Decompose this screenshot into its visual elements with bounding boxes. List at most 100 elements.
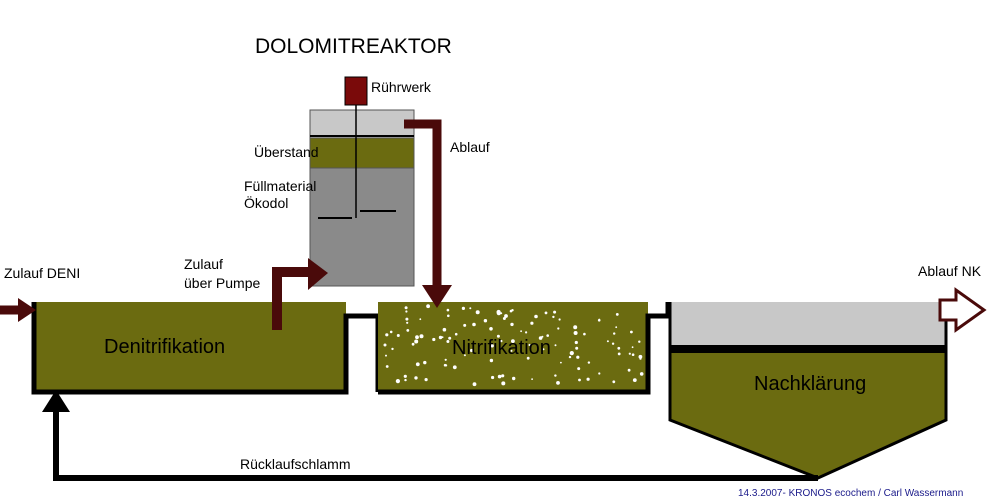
aeration-bubble [490,344,494,348]
label-zulauf: Zulauf [184,256,223,272]
aeration-bubble [491,375,495,380]
aeration-bubble [576,355,580,359]
aeration-bubble [617,346,621,350]
aeration-bubble [569,351,574,356]
label-denitrifikation: Denitrifikation [104,336,225,358]
aeration-bubble [531,378,533,380]
aeration-bubble [419,334,424,339]
return-sludge-arrow-icon [42,390,70,412]
outflow-nk-arrow-icon [938,287,987,333]
aeration-bubble [404,306,408,310]
aeration-bubble [502,317,506,320]
aeration-bubble [415,335,419,340]
clarifier-clear-water [670,302,946,347]
aeration-bubble [546,334,549,337]
aeration-bubble [554,374,557,377]
aeration-bubble [568,355,572,359]
label-ruecklaufschlamm: Rücklaufschlamm [240,456,350,472]
secondary-clarifier [668,302,948,480]
aeration-bubble [639,357,642,360]
aeration-bubble [442,327,447,332]
reactor-headspace [309,109,415,139]
denitrification-basin [31,302,381,395]
diagram-title: DOLOMITREAKTOR [255,35,452,58]
aeration-bubble [463,323,467,327]
aeration-bubble [553,310,557,314]
aeration-bubble [396,334,400,337]
aeration-bubble [501,381,506,386]
aeration-bubble [475,310,480,315]
aeration-bubble [501,374,505,378]
aeration-bubble [526,356,530,360]
aeration-bubble [405,310,408,313]
aeration-bubble [489,358,494,363]
label-ablauf-nk: Ablauf NK [918,263,982,279]
aeration-bubble [414,339,419,344]
aeration-bubble [542,348,545,351]
aeration-bubble [438,335,443,340]
aeration-bubble [414,376,418,380]
aeration-bubble [520,330,522,333]
aeration-bubble [511,339,515,343]
aeration-bubble [497,374,502,379]
aeration-bubble [612,380,616,384]
aeration-bubble [538,336,543,340]
aeration-bubble [405,317,409,321]
label-nitrifikation: Nitrifikation [452,337,551,359]
aeration-bubble [472,382,477,387]
aeration-bubble [504,314,508,318]
aeration-bubble [404,378,407,382]
reactor-outflow-pipe [404,119,452,308]
aeration-bubble [611,342,615,345]
clarifier-sludge-zone [670,350,946,478]
pump-feed-pipe [272,258,328,330]
label-oekodol: Ökodol [244,194,288,211]
aeration-bubble [483,319,488,323]
return-sludge-line [42,390,818,481]
aeration-bubble [419,318,422,321]
aeration-bubble [638,354,643,359]
aeration-bubble [446,308,450,312]
aeration-bubbles [383,304,644,387]
label-ruehrwerk: Rührwerk [371,79,432,95]
aeration-bubble [598,372,601,375]
aeration-bubble [617,352,621,356]
aeration-bubble [586,377,590,381]
aeration-bubble [510,322,514,327]
credit-text: 14.3.2007- KRONOS ecochem / Carl Wasserm… [738,488,963,499]
aeration-bubble [489,327,493,331]
aeration-bubble [496,309,501,315]
aeration-bubble [577,367,581,371]
aeration-bubble [639,372,644,376]
aeration-bubble [500,339,503,343]
reactor-fill-material [309,167,415,287]
label-ueber-pumpe: über Pumpe [184,275,260,291]
aeration-bubble [528,343,531,347]
aeration-bubble [385,365,389,368]
aeration-bubble [573,325,578,330]
aeration-bubble [496,334,500,338]
denitrification-fill [34,302,346,390]
dolomite-reactor [309,76,415,287]
aeration-bubble [444,358,447,361]
aeration-bubble [583,332,586,336]
aeration-bubble [630,330,633,334]
aeration-bubble [558,318,561,321]
aeration-bubble [443,363,447,367]
aeration-bubble [573,331,578,335]
aeration-bubble [627,368,631,372]
aeration-bubble [541,335,544,338]
aeration-bubble [631,346,634,349]
aeration-bubble [395,379,400,384]
aeration-bubble [385,333,389,337]
aeration-bubble [557,327,560,330]
aeration-bubble [441,336,444,339]
label-zulauf-deni: Zulauf DENI [4,265,80,281]
aeration-bubble [554,344,557,347]
pump-feed-arrow-icon [308,258,328,290]
aeration-bubble [391,347,394,351]
inflow-deni-arrow-icon [0,298,36,322]
aeration-bubble [415,362,420,367]
aeration-bubble [525,331,528,334]
